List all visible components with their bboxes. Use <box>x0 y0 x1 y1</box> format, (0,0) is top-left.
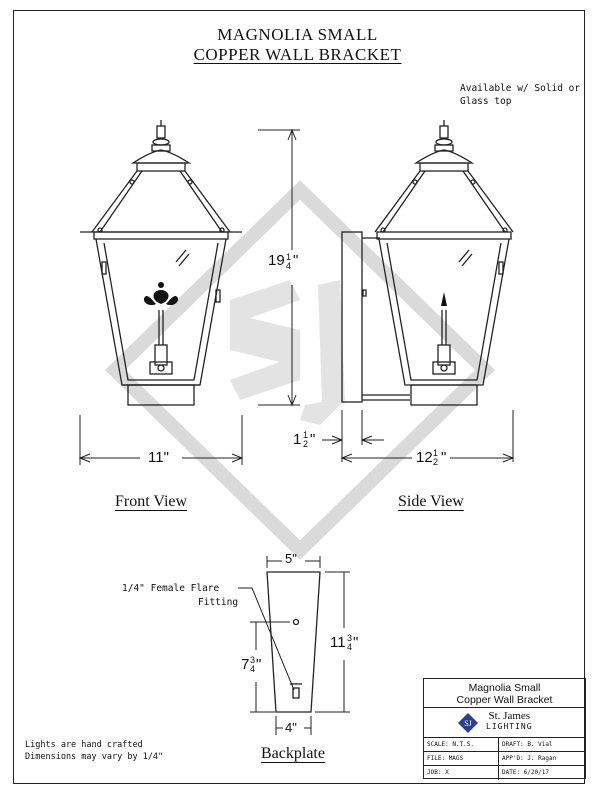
backplate-drawing <box>266 571 321 713</box>
dimension-height-lines <box>258 128 300 407</box>
sj-watermark <box>104 180 496 560</box>
side-offset-dimension-label: 1 <box>293 431 302 448</box>
fitting-height-unit: " <box>256 656 262 673</box>
title-block-divider <box>498 738 499 780</box>
side-view-flame <box>441 292 447 306</box>
availability-note: Available w/ Solid or Glass top <box>460 82 580 108</box>
title-block-row-file: FILE: MAGS APP'D: J. Ragan <box>424 752 585 766</box>
backplate-bottom-width-label: 4" <box>285 720 297 735</box>
side-depth-dimension-label: 12 <box>416 449 433 466</box>
backplate-height-unit: " <box>353 634 359 651</box>
approved-field: APP'D: J. Ragan <box>502 755 557 762</box>
availability-note-line-1: Available w/ Solid or <box>460 83 581 94</box>
side-offset-dimension-unit: " <box>310 431 316 448</box>
front-view-flame <box>143 282 179 306</box>
height-dimension-unit: " <box>293 252 299 269</box>
title-block-name: Magnolia Small Copper Wall Bracket <box>424 679 585 708</box>
draft-field: DRAFT: B. Vial <box>502 741 553 748</box>
title-block-row-scale: SCALE: N.T.S. DRAFT: B. Vial <box>424 738 585 752</box>
title-block-name-line-1: Magnolia Small <box>468 682 541 694</box>
file-field: FILE: MAGS <box>427 755 464 762</box>
hand-crafted-note-line-2: Dimensions may vary by 1/4" <box>25 752 164 762</box>
brand-name-line-2: LIGHTING <box>486 722 533 731</box>
height-dimension-label: 19 <box>268 252 285 269</box>
side-view-caption: Side View <box>398 493 464 510</box>
availability-note-line-2: Glass top <box>460 96 512 107</box>
front-width-dimension-label: 11" <box>148 449 169 466</box>
sj-watermark-letters <box>230 280 345 425</box>
backplate-top-width-label: 5" <box>285 551 297 566</box>
dimension-side-lines <box>322 410 515 463</box>
front-view-caption: Front View <box>115 493 188 510</box>
scale-field: SCALE: N.T.S. <box>427 741 474 748</box>
title-block-name-line-2: Copper Wall Bracket <box>456 694 553 706</box>
flare-fitting-callout-line-2: Fitting <box>198 597 239 608</box>
title-block-row-job: JOB: X DATE: 6/20/17 <box>424 766 585 780</box>
backplate-caption: Backplate <box>261 745 325 762</box>
st-james-logo-icon: SJ <box>458 713 478 733</box>
flare-fitting-callout-line-1: 1/4" Female Flare <box>122 583 220 594</box>
svg-text:SJ: SJ <box>464 719 472 728</box>
job-field: JOB: X <box>427 769 449 776</box>
fitting-height-label: 7 <box>241 656 250 673</box>
title-line-2: COPPER WALL BRACKET <box>193 45 402 64</box>
brand-name: St. James LIGHTING <box>486 710 533 731</box>
front-view-lantern <box>80 120 242 406</box>
dimension-front-width-lines <box>78 415 244 465</box>
watermark-letter-j <box>300 280 345 425</box>
side-depth-dimension-unit: " <box>441 449 447 466</box>
watermark-diamond <box>104 180 496 560</box>
title-block-brand-row: SJ St. James LIGHTING <box>424 708 585 738</box>
side-view-lantern <box>341 120 514 406</box>
backplate-dimension-lines <box>238 556 350 735</box>
backplate-height-label: 11 <box>330 634 346 651</box>
drawing-sheet-border <box>13 10 585 784</box>
watermark-letter-s <box>230 280 300 400</box>
hand-crafted-note-line-1: Lights are hand crafted <box>25 740 143 750</box>
date-field: DATE: 6/20/17 <box>502 769 549 776</box>
brand-name-line-1: St. James <box>488 710 531 722</box>
title-block: Magnolia Small Copper Wall Bracket SJ St… <box>423 678 586 780</box>
title-line-1: MAGNOLIA SMALL <box>217 25 378 44</box>
